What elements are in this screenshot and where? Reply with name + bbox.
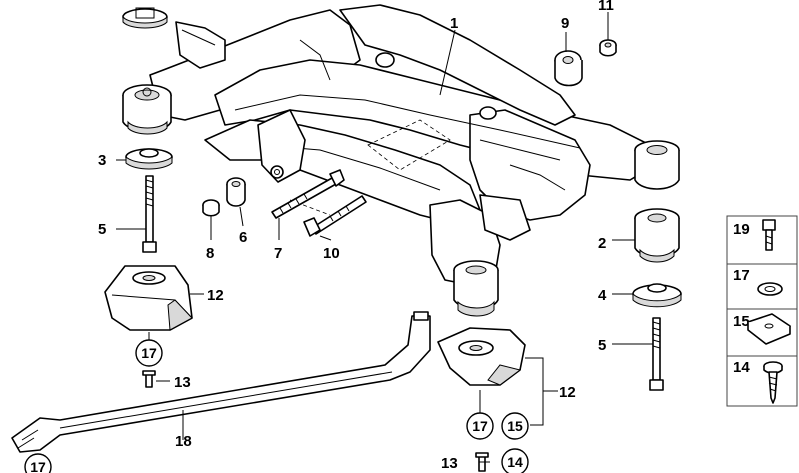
callout-18: 18: [175, 433, 192, 450]
nut-part-11: [599, 39, 617, 57]
screw-part-13-left: [142, 370, 156, 388]
callout-10: 10: [323, 245, 340, 262]
rubber-mount-left-part-12: [104, 265, 193, 331]
svg-text:17: 17: [30, 459, 46, 473]
callout-5-right: 5: [598, 337, 606, 354]
callout-7: 7: [274, 245, 282, 262]
legend-number-14: 14: [733, 359, 750, 376]
tension-strut-brace-part-18: [11, 311, 431, 453]
circled-callout-17-right: 17: [466, 412, 494, 440]
bolt-part-10: [303, 195, 367, 237]
bushing-part-9: [554, 50, 583, 87]
washer-icon: [757, 282, 783, 296]
socket-bolt-icon: [762, 219, 776, 251]
callout-12-left: 12: [207, 287, 224, 304]
svg-text:17: 17: [141, 345, 157, 361]
callout-8: 8: [206, 245, 214, 262]
callout-13-right: 13: [441, 455, 458, 472]
callout-5-left: 5: [98, 221, 106, 238]
legend-number-17: 17: [733, 267, 750, 284]
front-right-bushing-on-frame: [453, 260, 499, 317]
left-rear-bushing-assembly: [122, 7, 172, 135]
bolt-part-7: [271, 169, 345, 219]
legend-cell-19: [726, 215, 798, 265]
screw-part-13-right: [475, 452, 489, 472]
leader-lines: [116, 12, 653, 463]
callout-11: 11: [598, 0, 614, 14]
legend-number-15: 15: [733, 313, 750, 330]
svg-text:15: 15: [507, 418, 523, 434]
svg-text:14: 14: [507, 454, 523, 470]
callout-4: 4: [598, 287, 607, 304]
svg-text:17: 17: [472, 418, 488, 434]
legend-number-19: 19: [733, 221, 750, 238]
circled-callout-17-left: 17: [135, 339, 163, 367]
circled-callout-17-bottom-left: 17: [24, 453, 52, 473]
nut-part-8: [202, 199, 220, 217]
spring-nut-clip-icon: [747, 313, 791, 345]
rubber-mount-washer-part-4: [632, 283, 682, 308]
long-hex-bolt-left-part-5: [142, 175, 157, 253]
callout-3: 3: [98, 152, 106, 169]
callout-6: 6: [239, 229, 247, 246]
right-rear-bushing-on-frame: [634, 140, 680, 190]
circled-callout-14: 14: [501, 448, 529, 473]
callout-1: 1: [450, 15, 458, 32]
circled-callout-15: 15: [501, 412, 529, 440]
tapping-screw-icon: [763, 361, 783, 404]
small-parts-legend: 19 17 15 14: [726, 215, 798, 407]
callout-13-left: 13: [174, 374, 191, 391]
legend-cell-14: [726, 355, 798, 407]
callout-12-right: 12: [559, 384, 576, 401]
rubber-bushing-part-2: [634, 208, 680, 263]
callout-labels: 1 2 3 4 5 5 6 7 8 9 10 11 12 12 13 13 18…: [24, 0, 614, 473]
rear-axle-carrier-subframe: [149, 4, 656, 286]
bushing-part-6: [226, 177, 246, 207]
long-hex-bolt-right-part-5: [649, 317, 664, 391]
callout-9: 9: [561, 15, 569, 32]
rubber-mount-right-part-12: [437, 327, 526, 386]
rubber-mount-washer-part-3: [125, 148, 173, 170]
callout-2: 2: [598, 235, 606, 252]
